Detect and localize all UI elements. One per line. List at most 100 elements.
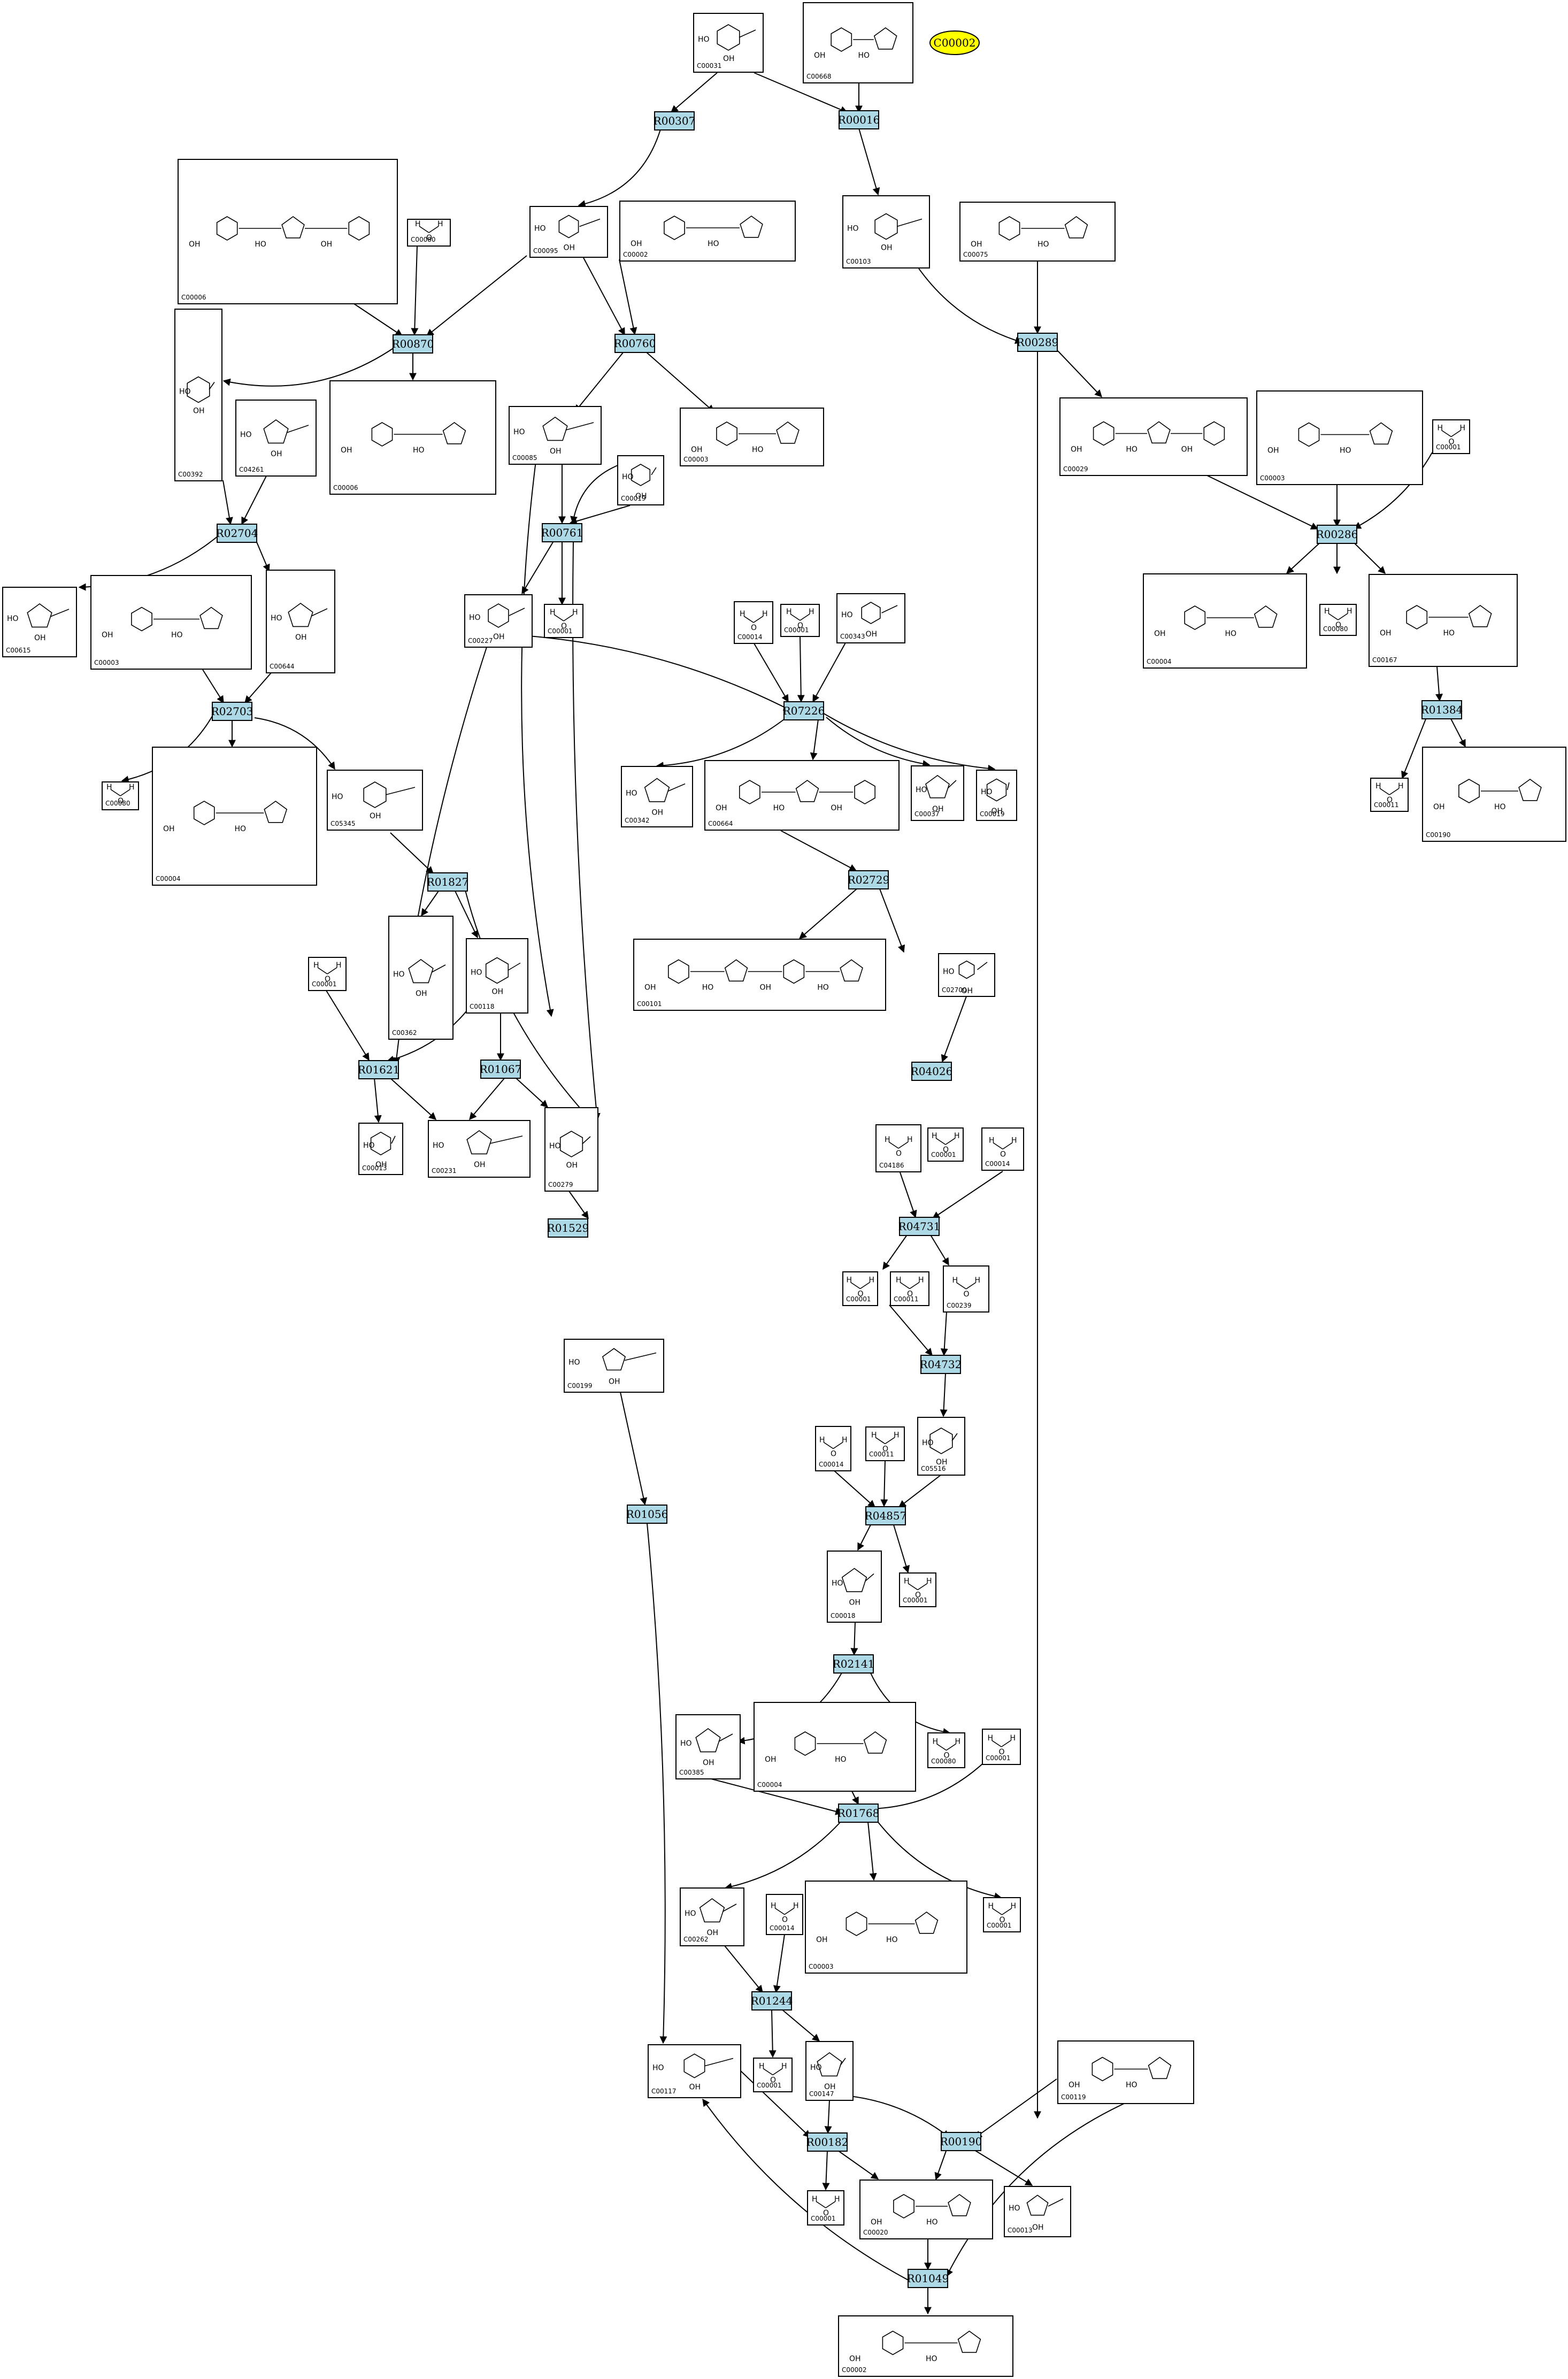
reaction-node-r02141[interactable]: R02141: [833, 1654, 875, 1674]
reaction-node-r00182[interactable]: R00182: [806, 2132, 849, 2152]
reaction-node-r01056[interactable]: R01056: [626, 1505, 668, 1524]
reaction-node-r04857[interactable]: R04857: [865, 1506, 907, 1525]
reaction-node-r01621[interactable]: R01621: [358, 1060, 400, 1079]
reaction-node-r00016[interactable]: R00016: [838, 110, 880, 129]
reaction-node-r00289[interactable]: R00289: [1017, 333, 1059, 352]
reaction-node-r01529[interactable]: R01529: [547, 1218, 589, 1238]
reaction-node-r01049[interactable]: R01049: [907, 2269, 949, 2288]
reaction-node-r00870[interactable]: R00870: [392, 334, 434, 354]
reaction-node-r00286[interactable]: R00286: [1316, 525, 1358, 544]
reaction-node-r02729[interactable]: R02729: [848, 870, 890, 889]
reaction-node-r02703[interactable]: R02703: [211, 702, 253, 721]
reaction-node-r00307[interactable]: R00307: [654, 111, 696, 131]
reaction-node-r02704[interactable]: R02704: [216, 524, 258, 543]
reaction-node-r01067[interactable]: R01067: [480, 1060, 522, 1079]
highlight-node[interactable]: C00002: [929, 30, 980, 55]
reaction-node-r04026[interactable]: R04026: [911, 1062, 953, 1081]
reaction-node-r00760[interactable]: R00760: [614, 334, 656, 353]
reaction-node-r01384[interactable]: R01384: [1421, 700, 1463, 719]
reaction-node-r01244[interactable]: R01244: [751, 1991, 793, 2010]
reaction-node-r01827[interactable]: R01827: [427, 872, 469, 892]
reaction-node-r01768[interactable]: R01768: [837, 1804, 880, 1823]
reaction-node-r00190[interactable]: R00190: [940, 2132, 982, 2151]
reaction-node-r07226[interactable]: R07226: [783, 701, 825, 720]
reaction-node-r04732[interactable]: R04732: [920, 1355, 962, 1374]
reaction-node-r04731[interactable]: R04731: [898, 1217, 941, 1236]
reaction-node-r00761[interactable]: R00761: [541, 523, 583, 542]
